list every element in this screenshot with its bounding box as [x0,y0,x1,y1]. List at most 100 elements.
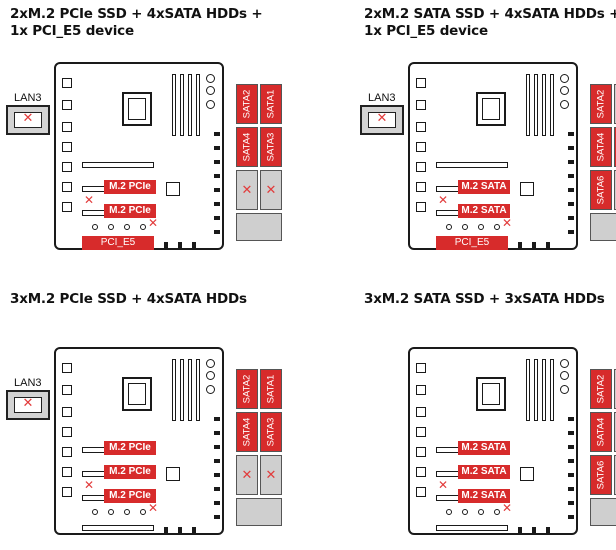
dimm-slot [188,359,192,421]
cpu-socket [476,92,506,126]
rear-io-port [62,182,72,192]
m2-slot-label: M.2 PCIe [104,204,156,218]
pcie-slot [436,162,508,168]
chipset [520,467,534,481]
pcie-slot [436,525,508,531]
mount-hole [92,224,98,230]
sata-port-label: SATA4 [241,417,253,447]
mount-hole [108,224,114,230]
sata-port: SATA1 [260,84,282,124]
mount-hole [124,224,130,230]
edge-connector [568,174,574,178]
rear-io-port [62,202,72,212]
sata-port-label: SATA6 [595,460,607,490]
rear-io-port [416,100,426,110]
rear-io-port [416,467,426,477]
dimm-slot [180,74,184,136]
mount-hole [124,509,130,515]
disabled-x-icon: ✕ [265,468,277,483]
config-panel: 2xM.2 SATA SSD + 4xSATA HDDs + 1x PCI_E5… [354,0,616,265]
sata-port-label: SATA1 [265,374,277,404]
edge-connector [568,417,574,421]
edge-connector [178,242,182,248]
edge-connector [568,188,574,192]
edge-connector [532,242,536,248]
header-pin [206,359,215,368]
rear-io-port [62,162,72,172]
edge-connector [568,445,574,449]
rear-io-port [62,487,72,497]
edge-connector [214,216,220,220]
edge-connector [214,473,220,477]
edge-connector [568,132,574,136]
edge-connector [164,527,168,533]
edge-connector [214,146,220,150]
disabled-x-icon: ✕ [84,478,95,492]
rear-io-port [62,78,72,88]
rear-io-port [416,122,426,132]
sata-port-label: SATA2 [241,374,253,404]
pci-e5-slot-label: PCI_E5 [436,236,508,250]
disabled-x-icon: ✕ [148,216,159,230]
dimm-slot [172,74,176,136]
lan-port: ✕ [6,105,50,135]
edge-connector [568,501,574,505]
dimm-slot [534,74,538,136]
edge-connector [568,160,574,164]
mount-hole [462,509,468,515]
sata-port-label: SATA3 [265,417,277,447]
dimm-slot [526,74,530,136]
sata-port: SATA3 [260,412,282,452]
sata-port: SATA6 [590,170,612,210]
edge-connector [546,242,550,248]
dimm-slot [196,74,200,136]
edge-connector [568,473,574,477]
rear-io-port [416,162,426,172]
rear-io-port [62,142,72,152]
edge-connector [214,132,220,136]
m2-slot-label: M.2 PCIe [104,465,156,479]
edge-connector [214,501,220,505]
m2-slot-label: M.2 PCIe [104,441,156,455]
sata-block-unused [236,498,282,526]
header-pin [560,100,569,109]
sata-port-disabled: ✕ [614,412,616,452]
disabled-x-icon: ✕ [265,183,277,198]
edge-connector [568,146,574,150]
pcie-slot [82,525,154,531]
header-pin [206,385,215,394]
rear-io-port [416,182,426,192]
edge-connector [192,527,196,533]
lan-label: LAN3 [14,92,42,104]
edge-connector [178,527,182,533]
rear-io-port [62,100,72,110]
sata-port-disabled: ✕ [614,369,616,409]
header-pin [560,371,569,380]
sata-port: SATA4 [236,412,258,452]
pci-e5-slot-label: PCI_E5 [82,236,154,250]
dimm-slot [542,359,546,421]
header-pin [206,100,215,109]
sata-port-label: SATA4 [241,132,253,162]
rear-io-port [62,363,72,373]
sata-port-disabled: ✕ [260,455,282,495]
edge-connector [568,459,574,463]
mount-hole [108,509,114,515]
sata-port-label: SATA2 [241,89,253,119]
rear-io-port [62,467,72,477]
sata-block-unused [590,498,616,526]
dimm-slot [542,74,546,136]
cpu-socket-inner [482,98,500,120]
edge-connector [214,174,220,178]
sata-port: SATA3 [260,127,282,167]
mount-hole [494,509,500,515]
disabled-x-icon: ✕ [502,216,513,230]
rear-io-port [416,363,426,373]
disabled-x-icon: ✕ [148,501,159,515]
lan-port-inner: ✕ [14,111,42,128]
m2-slot-label: M.2 PCIe [104,180,156,194]
header-pin [206,74,215,83]
